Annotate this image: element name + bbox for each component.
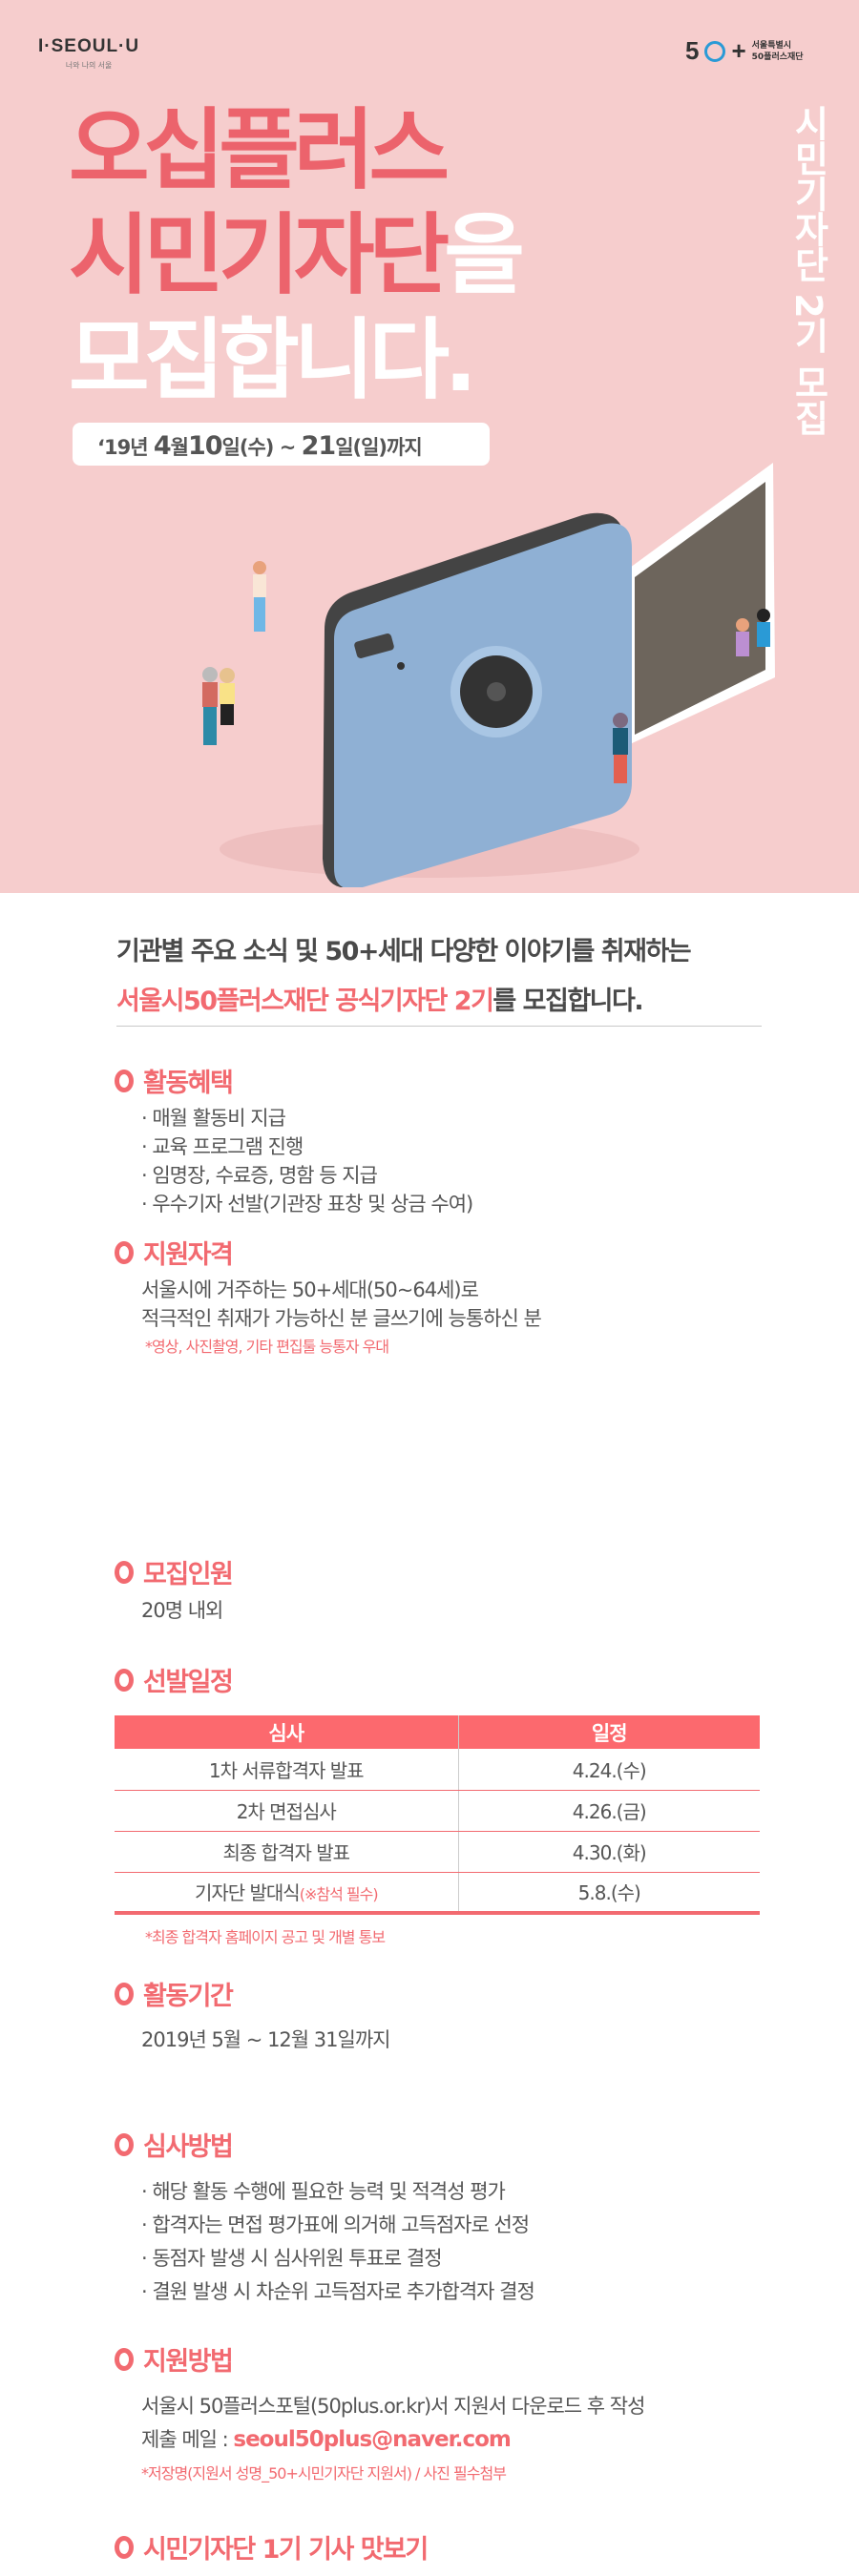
section-apply-heading: 지원방법 (115, 2340, 234, 2378)
circle-bullet-icon (115, 1069, 134, 1092)
list-item: · 결원 발생 시 차순위 고득점자로 추가합격자 결정 (141, 2280, 535, 2303)
section-schedule-heading: 선발일정 (115, 1661, 234, 1698)
table-row: 기자단 발대식(※참석 필수)5.8.(수) (115, 1872, 760, 1915)
ring-icon (704, 40, 726, 62)
schedule-note: *최종 합격자 홈페이지 공고 및 개별 통보 (145, 1928, 386, 1946)
list-item: · 임명장, 수료증, 명함 등 지급 (141, 1164, 378, 1187)
list-item: · 해당 활동 수행에 필요한 능력 및 적격성 평가 (141, 2180, 506, 2203)
apply-text: 서울시 50플러스포털(50plus.or.kr)서 지원서 다운로드 후 작성… (141, 2395, 645, 2483)
circle-bullet-icon (115, 1982, 134, 2005)
circle-bullet-icon (115, 1560, 134, 1584)
hero-title-line1: 오십플러스 (69, 99, 450, 201)
list-item: · 합격자는 면접 평가표에 의거해 고득점자로 선정 (141, 2213, 530, 2236)
people-figures (202, 561, 770, 783)
email-link[interactable]: seoul50plus@naver.com (233, 2427, 511, 2452)
recruits-text: 20명 내외 (141, 1599, 223, 1622)
section-benefits-heading: 활동혜택 (115, 1062, 234, 1099)
vertical-caption: 시민기자단 2기 모집 (787, 105, 829, 435)
circle-bullet-icon (115, 2347, 134, 2371)
divider (116, 1026, 762, 1027)
circle-bullet-icon (115, 2535, 134, 2559)
hero-title-line2: 시민기자단을 (69, 204, 525, 306)
list-item: · 교육 프로그램 진행 (141, 1135, 304, 1158)
section-preview-heading: 시민기자단 1기 기사 맛보기 (115, 2528, 429, 2566)
hero-title-line3: 모집합니다. (69, 309, 477, 411)
list-item: · 매월 활동비 지급 (141, 1107, 286, 1130)
list-item: · 동점자 발생 시 심사위원 투표로 결정 (141, 2247, 443, 2270)
benefits-list: · 매월 활동비 지급 · 교육 프로그램 진행 · 임명장, 수료증, 명함 … (141, 1104, 473, 1218)
period-text: 2019년 5월 ~ 12월 31일까지 (141, 2028, 390, 2051)
camera-illustration (202, 463, 775, 887)
circle-bullet-icon (115, 1668, 134, 1692)
section-review-heading: 심사방법 (115, 2126, 234, 2163)
circle-bullet-icon (115, 2132, 134, 2156)
section-qualification-heading: 지원자격 (115, 1234, 234, 1271)
list-item: · 우수기자 선발(기관장 표창 및 상금 수여) (141, 1193, 473, 1215)
date-range-badge: ‘19년 4월10일(수) ~ 21일(일)까지 (73, 423, 490, 466)
section-recruits-heading: 모집인원 (115, 1553, 234, 1590)
section-period-heading: 활동기간 (115, 1975, 234, 2012)
intro-text: 기관별 주요 소식 및 50+세대 다양한 이야기를 취재하는 서울시50플러스… (116, 937, 692, 1016)
shutter-button (354, 634, 394, 658)
review-list: · 해당 활동 수행에 필요한 능력 및 적격성 평가 · 합격자는 면접 평가… (141, 2175, 535, 2309)
circle-bullet-icon (115, 1240, 134, 1264)
